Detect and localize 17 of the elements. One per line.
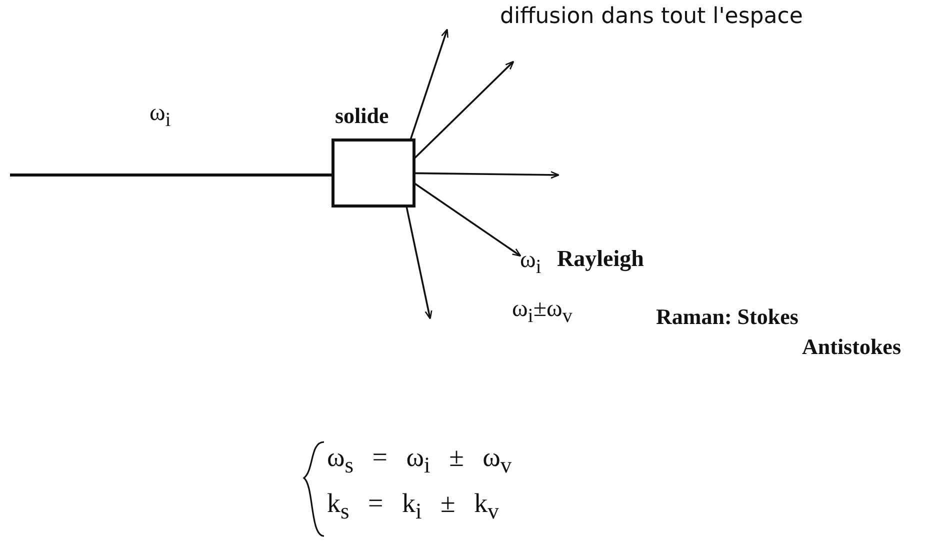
solid-sample-box — [332, 138, 416, 208]
equation: ω$_{s}$ = ω$_{i}$ ± ω$_{v}$ — [327, 442, 512, 478]
sample-label: solide — [335, 103, 389, 129]
frequency-label: ω$_{i}$±ω$_{v}$ — [512, 296, 572, 328]
arrow — [413, 60, 514, 160]
equation: k$_{s}$ = k$_{i}$ ± k$_{v}$ — [327, 488, 499, 524]
edge-label: ω$_{i}$ — [150, 100, 171, 132]
arrow — [414, 171, 560, 179]
arrow — [406, 206, 432, 320]
arrow — [414, 182, 522, 257]
arrow — [410, 28, 448, 140]
scattering-label: Raman: Stokes — [656, 304, 798, 330]
scattering-label: Rayleigh — [557, 246, 644, 272]
scattering-label: Antistokes — [802, 334, 902, 360]
caption-text: diffusion dans tout l'espace — [500, 4, 803, 29]
frequency-label: ω$_{i}$ — [520, 247, 542, 279]
beam-line — [10, 174, 333, 176]
